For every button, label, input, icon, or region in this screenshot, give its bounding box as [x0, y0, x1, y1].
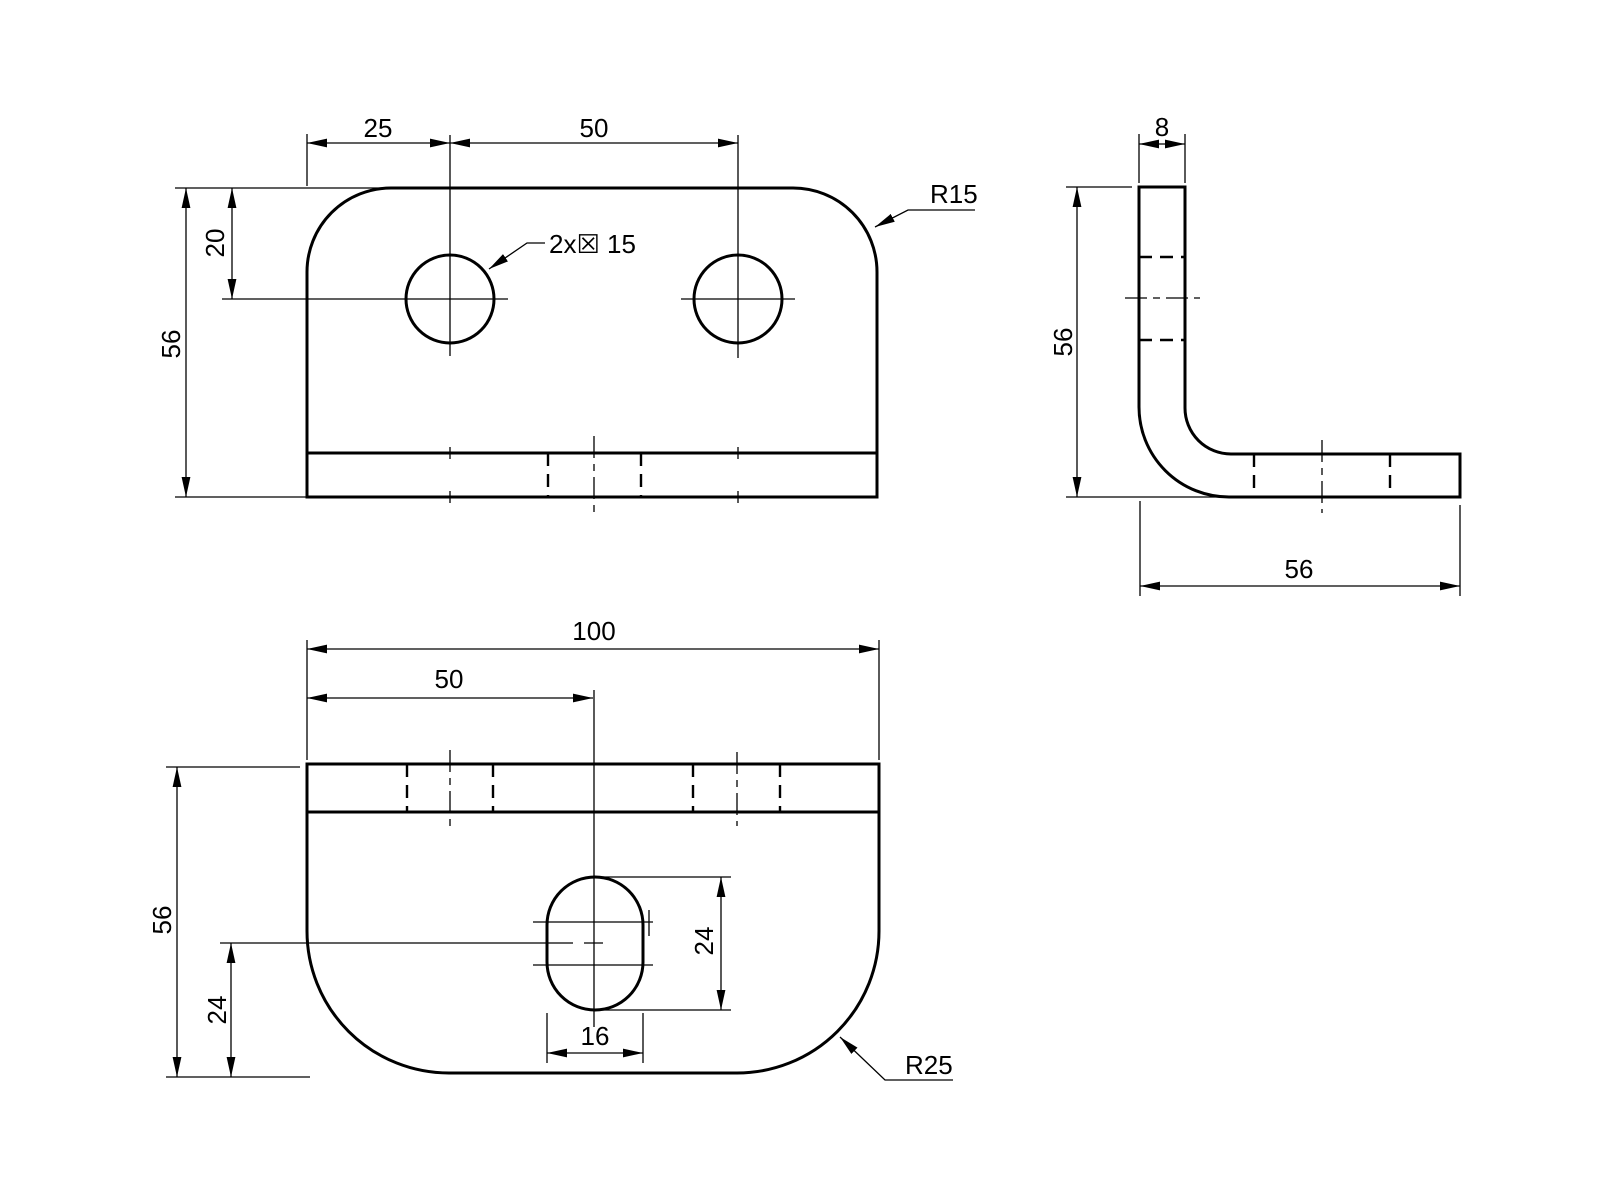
side-view-outline	[1137, 185, 1462, 499]
front-view: 100 50 56 24 24 16 R25	[147, 616, 953, 1081]
dim-25-label: 25	[364, 113, 393, 143]
dim-56v-label: 56	[1048, 328, 1078, 357]
hole-callout-leader	[488, 242, 545, 270]
dim-16-label: 16	[581, 1021, 610, 1051]
radius-r15-label: R15	[930, 179, 978, 209]
dim-56-label: 56	[156, 330, 186, 359]
front-view-outline	[305, 762, 881, 1075]
hole-callout-label: 2x☒ 15	[549, 229, 636, 259]
slot-outline	[545, 875, 645, 1012]
dim-24-slot-label: 24	[689, 927, 719, 956]
top-view: 25 50 56 20 2x☒ 15 R15	[156, 113, 978, 514]
side-view: 8 56 56	[1048, 112, 1462, 596]
top-view-outline	[305, 186, 879, 499]
dim-100-label: 100	[572, 616, 615, 646]
dim-20-label: 20	[200, 229, 230, 258]
radius-leader	[874, 209, 975, 228]
dim-8-label: 8	[1155, 112, 1169, 142]
radius-r25-label: R25	[905, 1050, 953, 1080]
dim-56-label: 56	[147, 906, 177, 935]
dim-56h-label: 56	[1285, 554, 1314, 584]
radius-leader	[839, 1036, 953, 1081]
dim-24-offset-label: 24	[202, 996, 232, 1025]
dim-50-label: 50	[435, 664, 464, 694]
dim-50-label: 50	[580, 113, 609, 143]
